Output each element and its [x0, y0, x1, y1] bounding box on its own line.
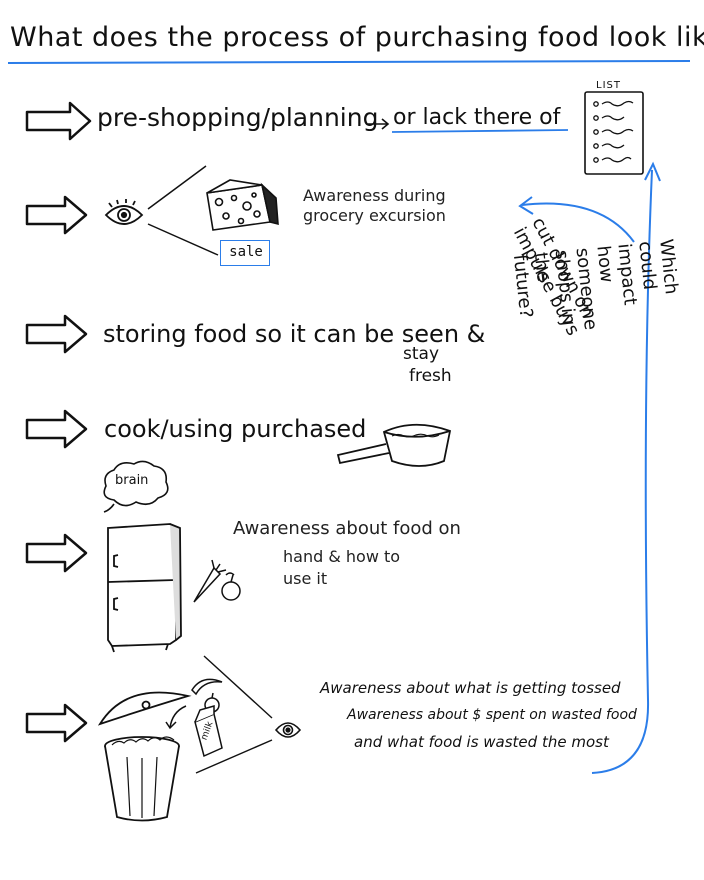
impulse-arrowhead-icon	[518, 196, 534, 215]
waste-sight-bottom	[195, 739, 273, 774]
planning-arrow-icon	[368, 118, 390, 130]
eye-icon	[104, 199, 144, 225]
note-on-hand-1: Awareness about food on	[233, 518, 461, 539]
future-arc	[591, 169, 653, 774]
brain-label: brain	[115, 473, 149, 488]
waste-sight-top	[203, 655, 273, 719]
future-arrowhead-icon	[644, 161, 661, 182]
thought-bubble-icon	[103, 460, 169, 513]
step-arrow-2-icon	[25, 195, 88, 235]
apple-icon	[221, 572, 241, 601]
sale-label: sale	[229, 244, 263, 260]
banana-icon	[191, 678, 223, 696]
step-arrow-3-icon	[25, 314, 88, 354]
note-grocery-2: grocery excursion	[303, 206, 446, 225]
title-underline	[7, 60, 691, 64]
list-label: LIST	[596, 80, 621, 91]
saucepan-icon	[336, 423, 452, 467]
page-title: What does the process of purchasing food…	[10, 22, 704, 53]
sale-tag: sale	[220, 240, 270, 266]
future-note: Which could impact how someone shops in …	[508, 238, 682, 332]
note-tossed-1: Awareness about what is getting tossed	[320, 679, 621, 697]
note-tossed-3: and what food is wasted the most	[354, 733, 609, 751]
step-cook: cook/using purchased	[104, 415, 367, 443]
note-grocery-1: Awareness during	[303, 186, 446, 205]
step-storing: storing food so it can be seen &	[103, 320, 486, 348]
sight-line-bottom	[147, 223, 219, 256]
step-arrow-5-icon	[25, 533, 88, 573]
carrot-icon	[193, 559, 227, 603]
step-arrow-1-icon	[25, 101, 92, 141]
note-tossed-2: Awareness about $ spent on wasted food	[347, 707, 637, 723]
step-storing-stay: stay	[403, 344, 440, 364]
shopping-list-icon	[584, 91, 644, 175]
trash-lid-icon	[97, 691, 192, 726]
note-on-hand-2: hand & how to	[283, 547, 401, 566]
fridge-icon	[107, 523, 182, 653]
step-or-lack: or lack there of	[393, 105, 561, 130]
step-arrow-6-icon	[25, 703, 88, 743]
step-arrow-4-icon	[25, 409, 88, 449]
note-on-hand-3: use it	[283, 569, 328, 588]
step-pre-shopping: pre-shopping/planning	[97, 103, 379, 132]
step-storing-fresh: fresh	[409, 366, 452, 386]
milk-carton-icon	[194, 705, 223, 758]
trash-can-icon	[104, 736, 180, 822]
toss-arrow-icon	[165, 705, 187, 730]
lack-underline	[391, 129, 569, 133]
waste-eye-icon	[274, 722, 302, 738]
sight-line-top	[147, 165, 207, 210]
cheese-icon	[206, 179, 279, 231]
impulse-arc	[521, 202, 635, 243]
